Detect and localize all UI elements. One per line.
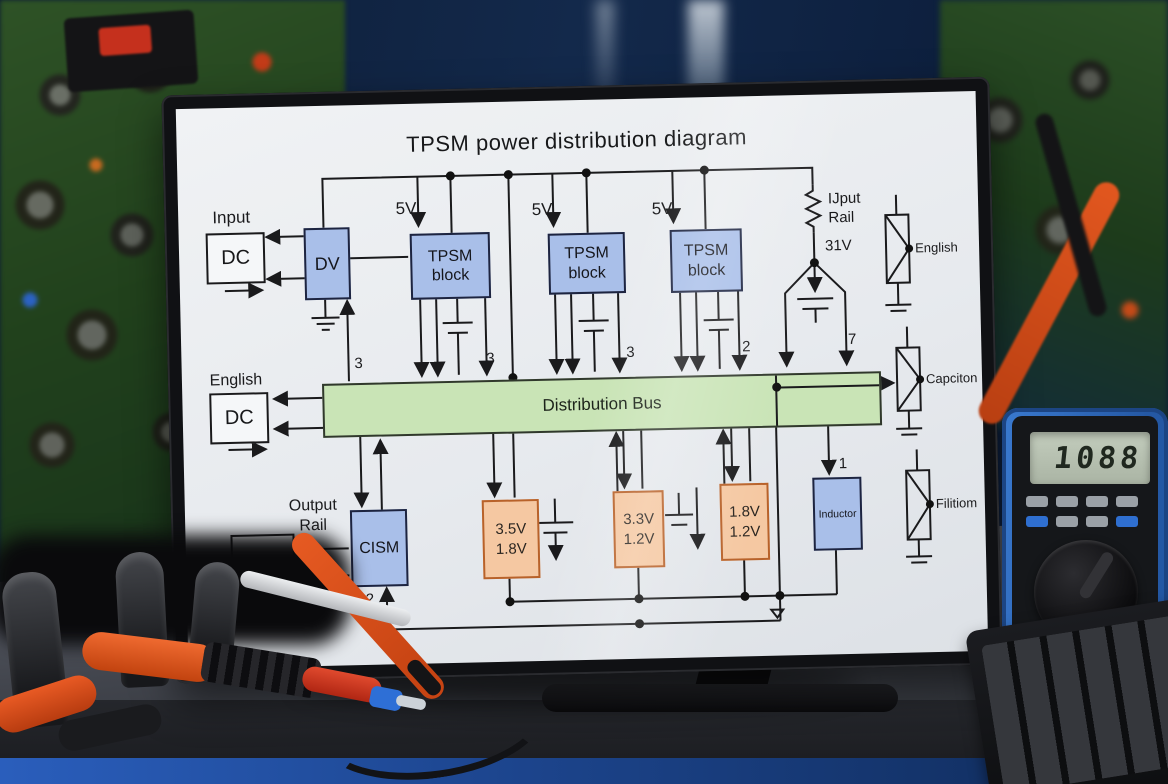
bench-equipment bbox=[63, 9, 199, 93]
bus-label: Distribution Bus bbox=[542, 393, 662, 415]
wire-number-3b: 3 bbox=[486, 349, 495, 368]
wire-number-3c: 3 bbox=[626, 343, 635, 361]
tpsm-block-2-line1: TPSM bbox=[564, 244, 610, 263]
multimeter-button[interactable] bbox=[1086, 516, 1108, 527]
multimeter-reading: 1088 bbox=[1051, 440, 1144, 476]
inductor-box: Inductor bbox=[812, 476, 863, 551]
monitor-stand-base bbox=[542, 684, 898, 712]
input-label: Input bbox=[212, 207, 251, 228]
wire-number-7: 7 bbox=[847, 330, 857, 348]
tpsm-block-3-line1: TPSM bbox=[683, 241, 729, 260]
tpsm-block-1-line1: TPSM bbox=[427, 247, 473, 266]
wire-number-3a: 3 bbox=[354, 354, 363, 373]
multimeter-lcd: 1088 bbox=[1030, 432, 1150, 484]
tpsm-block-2-line2: block bbox=[568, 263, 606, 282]
multimeter-buttons-row2 bbox=[1026, 516, 1146, 527]
wire-number-2a: 2 bbox=[741, 338, 751, 356]
floor-strip bbox=[0, 758, 1168, 784]
input-rail-label: IJput Rail bbox=[828, 189, 891, 228]
input-rail-line1: IJput bbox=[827, 189, 861, 208]
right-symbol-1-label: English bbox=[914, 239, 958, 256]
regulator-2-v1: 3.3V bbox=[623, 510, 655, 529]
red-button bbox=[98, 24, 153, 57]
regulator-3: 1.8V 1.2V bbox=[719, 482, 771, 561]
tpsm-block-2: TPSM block bbox=[547, 231, 627, 295]
regulator-1-v2: 1.8V bbox=[495, 539, 527, 558]
multimeter-button[interactable] bbox=[1056, 516, 1078, 527]
multimeter-button-blue[interactable] bbox=[1116, 516, 1138, 527]
regulator-3-v2: 1.2V bbox=[729, 522, 761, 541]
multimeter-button[interactable] bbox=[1116, 496, 1138, 507]
tpsm-block-1-line2: block bbox=[431, 266, 470, 285]
multimeter-button[interactable] bbox=[1026, 496, 1048, 507]
supply-label-1: 5V bbox=[395, 198, 417, 219]
cism-box: CISM bbox=[349, 509, 409, 588]
keyboard-keys[interactable] bbox=[981, 608, 1168, 784]
mid-left-dc-box: DC bbox=[209, 392, 270, 445]
multimeter-button-blue[interactable] bbox=[1026, 516, 1048, 527]
tpsm-block-3: TPSM block bbox=[669, 228, 744, 293]
supply-label-3: 5V bbox=[651, 198, 673, 219]
multimeter-button[interactable] bbox=[1086, 496, 1108, 507]
input-rail-voltage: 31V bbox=[824, 236, 852, 255]
regulator-1-v1: 3.5V bbox=[495, 520, 527, 539]
output-rail-label: Output Rail bbox=[277, 495, 350, 537]
right-symbol-2-label: Capciton bbox=[925, 370, 978, 387]
right-symbol-3-label: Filitiom bbox=[935, 495, 978, 512]
tpsm-block-1: TPSM block bbox=[409, 232, 492, 300]
input-dc-box: DC bbox=[205, 232, 266, 285]
input-rail-line2: Rail bbox=[828, 208, 855, 227]
mid-left-label: English bbox=[209, 371, 263, 390]
supply-label-2: 5V bbox=[531, 199, 553, 220]
multimeter-buttons-row1 bbox=[1026, 496, 1146, 507]
regulator-1: 3.5V 1.8V bbox=[481, 499, 541, 580]
tpsm-block-3-line2: block bbox=[687, 261, 726, 280]
multimeter-button[interactable] bbox=[1056, 496, 1078, 507]
regulator-2-v2: 1.2V bbox=[623, 529, 655, 548]
wire-number-1: 1 bbox=[838, 455, 848, 473]
output-rail-line1: Output bbox=[288, 496, 337, 515]
regulator-3-v1: 1.8V bbox=[728, 502, 761, 521]
dv-converter-box: DV bbox=[303, 227, 352, 301]
multimeter-dial-pointer bbox=[1077, 550, 1116, 601]
regulator-2: 3.3V 1.2V bbox=[612, 490, 666, 569]
